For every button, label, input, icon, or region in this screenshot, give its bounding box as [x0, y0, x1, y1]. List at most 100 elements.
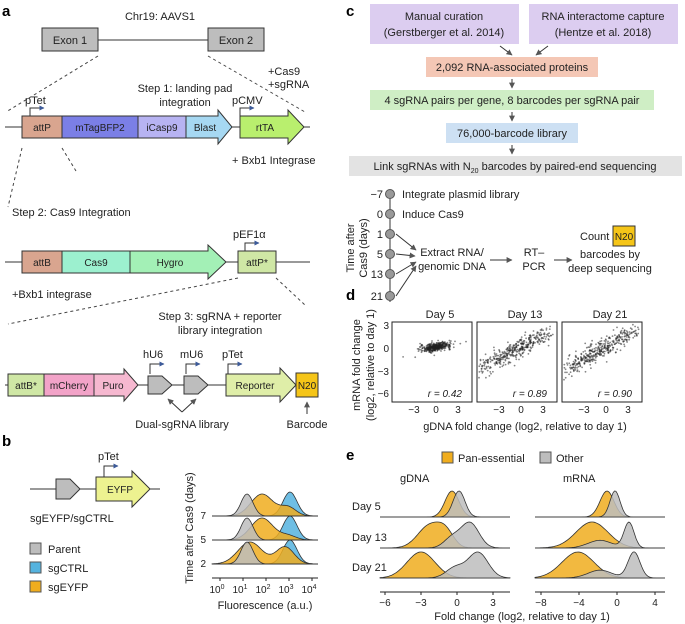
exon2-label: Exon 2 [219, 35, 253, 47]
d-point [615, 339, 618, 342]
d-point [547, 333, 549, 335]
d-point [440, 350, 442, 352]
d-point [618, 334, 620, 336]
count-label: Count [580, 231, 609, 243]
d-point [448, 339, 451, 342]
d-point [529, 340, 531, 342]
d-point [529, 346, 532, 349]
b-ridgelines [211, 491, 318, 565]
d-point [589, 363, 592, 366]
d-point [490, 372, 492, 375]
d-point [630, 331, 633, 334]
d-point [416, 348, 419, 350]
d-plot-frame [561, 321, 643, 403]
d-point [619, 342, 622, 345]
d-point [440, 344, 442, 347]
d-point [614, 334, 616, 337]
d-point [493, 349, 496, 352]
b-ridge-parent [212, 541, 318, 565]
n20-box-c [612, 225, 636, 247]
rtpcr-line2: PCR [522, 261, 545, 273]
d-point [632, 336, 635, 339]
d-xtick-8: 0 [603, 405, 609, 416]
day-7-label: 7 [200, 511, 206, 522]
step2-label: Step 2: Cas9 Integration [12, 207, 131, 219]
d-point [589, 357, 591, 359]
legend-sgeyfp-label: sgEYFP [48, 582, 88, 594]
d-point [570, 366, 573, 369]
d-point [611, 335, 614, 337]
d-point [602, 343, 605, 345]
d-point [625, 330, 628, 332]
d-point [530, 336, 532, 338]
d-point [525, 337, 527, 340]
mcherry-label: mCherry [50, 381, 88, 392]
d-point [624, 338, 627, 341]
sgrna2-pentagon [183, 375, 209, 395]
d-point [580, 358, 583, 361]
d-point [584, 342, 587, 345]
e-xticks: −6 −3 0 3 −8 −4 0 4 [379, 592, 658, 609]
timeline-dot-m7 [385, 189, 395, 199]
d-point [478, 365, 481, 368]
d-point [584, 360, 587, 363]
d-point [515, 354, 518, 356]
d-point [430, 343, 433, 345]
d-point [631, 328, 633, 331]
ptet-label-3: pTet [222, 349, 243, 361]
e-ridge-gdna-panessential [380, 490, 510, 518]
d-point [440, 346, 443, 349]
d-point [517, 344, 519, 347]
d-point [488, 375, 491, 377]
d-point [437, 345, 439, 348]
d-point [443, 345, 446, 348]
blast-arrow [185, 108, 233, 146]
d-point [628, 333, 631, 336]
d-point [489, 360, 492, 363]
d-point [421, 345, 424, 347]
d-point [449, 342, 452, 345]
timeline-dot-5 [385, 249, 395, 259]
hygro-label: Hygro [157, 258, 184, 269]
d-point [515, 343, 517, 346]
d-point [480, 370, 483, 372]
d-point [569, 371, 572, 374]
d-xtick-5: 0 [518, 405, 524, 416]
d-point [539, 331, 542, 334]
d-point [436, 343, 439, 346]
e-ridge-mrna-other [535, 490, 665, 518]
d-point [423, 349, 426, 352]
d-title-day5: Day 5 [426, 309, 455, 321]
panel-c: c Manual curation (Gerstberger et al. 20… [345, 3, 682, 303]
d-point [608, 336, 611, 339]
d-point [578, 370, 581, 373]
d-point [632, 330, 635, 333]
d-point [603, 355, 605, 357]
d-point [502, 358, 504, 361]
d-point [435, 345, 438, 347]
d-point [597, 345, 600, 348]
exon1-label: Exon 1 [53, 35, 87, 47]
d-point [504, 351, 507, 354]
d-point [611, 340, 614, 343]
d-point [626, 341, 628, 343]
d-point [540, 333, 543, 336]
d-point [579, 364, 582, 367]
d-point [594, 362, 597, 364]
d-point [499, 359, 501, 361]
d-point [520, 336, 523, 338]
d-point [591, 360, 594, 363]
d-point [591, 348, 594, 351]
d-point [612, 347, 614, 349]
d-point [600, 350, 603, 352]
b-ridge-parent [212, 517, 318, 541]
e-ridge-mrna-other [535, 521, 665, 549]
d-point [430, 345, 433, 348]
d-point [591, 350, 593, 352]
tl-0: 0 [377, 209, 383, 221]
d-point [482, 361, 485, 364]
d-point [483, 367, 486, 370]
attb-star-label: attB* [15, 381, 37, 392]
d-point [443, 343, 445, 346]
d-point [421, 347, 424, 349]
